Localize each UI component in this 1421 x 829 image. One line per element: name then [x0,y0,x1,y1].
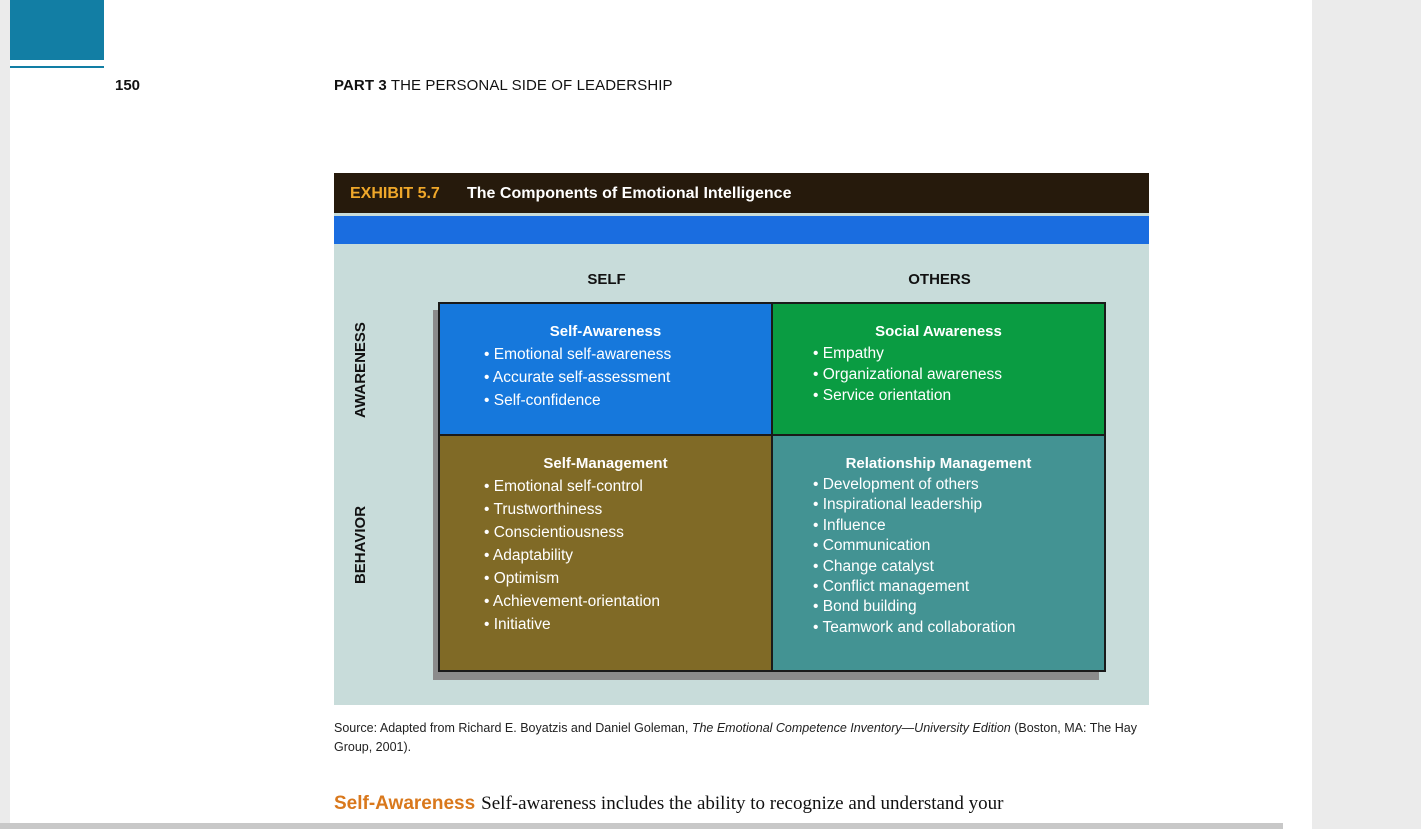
quadrant-list: Empathy Organizational awareness Service… [773,343,1104,406]
row-header-awareness: AWARENESS [352,322,369,418]
list-item: Emotional self-control [484,475,771,498]
list-item: Empathy [813,343,1104,364]
running-head: PART 3 THE PERSONAL SIDE OF LEADERSHIP [334,77,673,94]
list-item: Initiative [484,613,771,636]
list-item: Optimism [484,567,771,590]
list-item: Emotional self-awareness [484,343,771,366]
column-header-self: SELF [587,271,626,288]
list-item: Organizational awareness [813,364,1104,385]
quadrant-list: Emotional self-control Trustworthiness C… [440,475,771,636]
part-title: THE PERSONAL SIDE OF LEADERSHIP [390,77,673,94]
viewer-side-panel [1312,0,1421,829]
list-item: Development of others [813,475,1104,495]
exhibit-title-bar: EXHIBIT 5.7 The Components of Emotional … [334,173,1149,213]
list-item: Conflict management [813,577,1104,597]
exhibit-label: EXHIBIT 5.7 [350,185,440,202]
quadrant-list: Development of others Inspirational lead… [773,475,1104,638]
list-item: Achievement-orientation [484,590,771,613]
list-item: Influence [813,516,1104,536]
list-item: Accurate self-assessment [484,366,771,389]
list-item: Trustworthiness [484,498,771,521]
quadrant-title: Social Awareness [875,323,1002,340]
quadrant-title: Self-Management [543,455,668,472]
exhibit-accent-bar [334,216,1149,244]
part-label: PART 3 [334,77,387,94]
quadrant-self-awareness: Self-Awareness Emotional self-awareness … [438,302,773,436]
horizontal-scrollbar[interactable] [0,823,1283,829]
quadrant-title: Relationship Management [845,455,1032,472]
source-suffix: (Boston, MA: The Hay Group, 2001). [334,721,1137,754]
list-item: Teamwork and collaboration [813,618,1104,638]
row-header-behavior: BEHAVIOR [352,505,369,585]
corner-color-block [10,0,104,60]
list-item: Change catalyst [813,557,1104,577]
quadrant-list: Emotional self-awareness Accurate self-a… [440,343,771,412]
list-item: Inspirational leadership [813,495,1104,515]
page-number: 150 [115,77,141,94]
quadrant-title: Self-Awareness [549,323,662,340]
list-item: Self-confidence [484,389,771,412]
document-page: 150 PART 3 THE PERSONAL SIDE OF LEADERSH… [10,0,1312,829]
body-paragraph-text: Self-awareness includes the ability to r… [481,793,1004,814]
source-book-title: The Emotional Competence Inventory—Unive… [691,721,1011,735]
exhibit-title: The Components of Emotional Intelligence [467,185,792,202]
list-item: Communication [813,536,1104,556]
exhibit-figure: EXHIBIT 5.7 The Components of Emotional … [334,173,1149,705]
column-header-others: OTHERS [908,271,971,288]
list-item: Conscientiousness [484,521,771,544]
quadrant-self-management: Self-Management Emotional self-control T… [438,434,773,672]
list-item: Service orientation [813,385,1104,406]
quadrant-relationship-management: Relationship Management Development of o… [771,434,1106,672]
list-item: Adaptability [484,544,771,567]
section-lead-heading: Self-Awareness [334,793,476,814]
quadrant-social-awareness: Social Awareness Empathy Organizational … [771,302,1106,436]
source-prefix: Source: Adapted from Richard E. Boyatzis… [334,721,692,735]
corner-rule [10,66,104,68]
list-item: Bond building [813,597,1104,617]
source-note: Source: Adapted from Richard E. Boyatzis… [334,719,1154,757]
